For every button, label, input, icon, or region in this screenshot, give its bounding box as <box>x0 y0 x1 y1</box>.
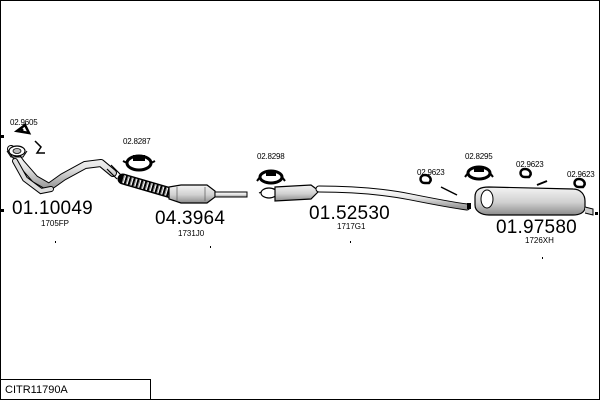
clamp-drawings <box>13 123 586 196</box>
clamp-label: 02.9605 <box>10 118 38 127</box>
clamp-label: 02.9623 <box>417 168 445 177</box>
oe-number: 1731J0 <box>178 229 205 238</box>
clamp-label: 02.8287 <box>123 137 151 146</box>
oe-number: 1705FP <box>41 219 70 228</box>
clamp-label: 02.9623 <box>567 170 595 179</box>
centre-silencer-drawing <box>258 184 471 211</box>
catalytic-converter-drawing <box>117 173 248 204</box>
assembly-code: CITR11790A <box>1 379 151 399</box>
oe-number: 1726XH <box>525 236 554 245</box>
front-pipe-drawing <box>1 135 122 212</box>
part-number: 04.3964 <box>155 208 226 229</box>
clamp-label: 02.9623 <box>516 160 544 169</box>
oe-number: 1717G1 <box>337 222 366 231</box>
clamp-label: 02.8295 <box>465 152 493 161</box>
part-number: 01.97580 <box>496 217 577 238</box>
rear-silencer-drawing <box>474 180 598 216</box>
label-ticks <box>55 241 543 259</box>
clamp-label: 02.8298 <box>257 152 285 161</box>
part-number: 01.52530 <box>309 203 390 224</box>
part-number: 01.10049 <box>12 198 93 219</box>
